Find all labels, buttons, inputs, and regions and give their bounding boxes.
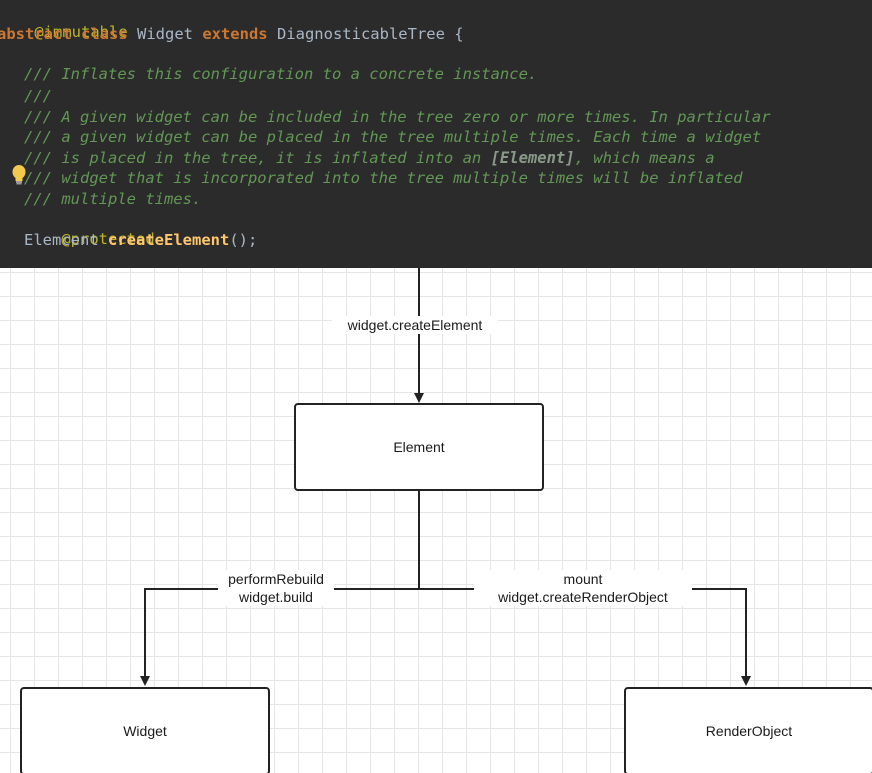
abstract-class-keyword: abstract class [0, 25, 128, 43]
edge-label-perform-rebuild: performRebuild widget.build [218, 570, 334, 606]
doc-comment-line-2: /// [24, 87, 52, 105]
flow-diagram: widget.createElement Element performRebu… [0, 268, 872, 773]
doc-comment-line-5: /// is placed in the tree, it is inflate… [24, 148, 715, 169]
doc-comment-line-5-end: , which means a [574, 149, 715, 167]
class-name: Widget [127, 25, 203, 43]
edge-label-perform-rebuild-line-2: widget.build [239, 589, 313, 605]
doc-comment-line-3: /// A given widget can be included in th… [24, 108, 771, 126]
doc-comment-line-6: /// widget that is incorporated into the… [24, 169, 743, 187]
edge-label-mount-line-1: mount [563, 571, 603, 587]
edge-label-mount: mount widget.createRenderObject [474, 570, 692, 606]
lightbulb-icon[interactable] [11, 164, 27, 186]
method-tail: (); [229, 231, 258, 249]
code-line-annotation: @immutable [0, 1, 127, 41]
edge-label-perform-rebuild-line-1: performRebuild [228, 571, 324, 587]
code-editor-panel: @immutable abstract class Widget extends… [0, 0, 872, 268]
doc-comment-line-5-start: /// is placed in the tree, it is inflate… [24, 149, 491, 167]
element-node: Element [294, 403, 544, 491]
render-object-node: RenderObject [624, 687, 872, 773]
return-type: Elemcent [24, 231, 108, 249]
superclass-name: DiagnosticableTree { [267, 25, 464, 43]
method-name: createElement [108, 231, 230, 249]
immutable-annotation: @immutable [34, 23, 128, 41]
element-reference: [Element] [490, 149, 575, 167]
code-line-class-declaration: abstract class Widget extends Diagnostic… [0, 24, 464, 45]
edge-label-create-element: widget.createElement [332, 316, 498, 334]
widget-node: Widget [20, 687, 270, 773]
doc-comment-line-1: /// Inflates this configuration to a con… [24, 65, 538, 83]
code-line-method: Elemcent createElement(); [24, 230, 257, 251]
doc-comment-line-4: /// a given widget can be placed in the … [24, 128, 762, 146]
protected-annotation: @protected [61, 230, 155, 248]
extends-keyword: extends [202, 25, 268, 43]
doc-comment-line-7: /// multiple times. [24, 190, 202, 208]
edge-label-mount-line-2: widget.createRenderObject [498, 589, 668, 605]
code-line-protected: @protected [24, 208, 154, 248]
